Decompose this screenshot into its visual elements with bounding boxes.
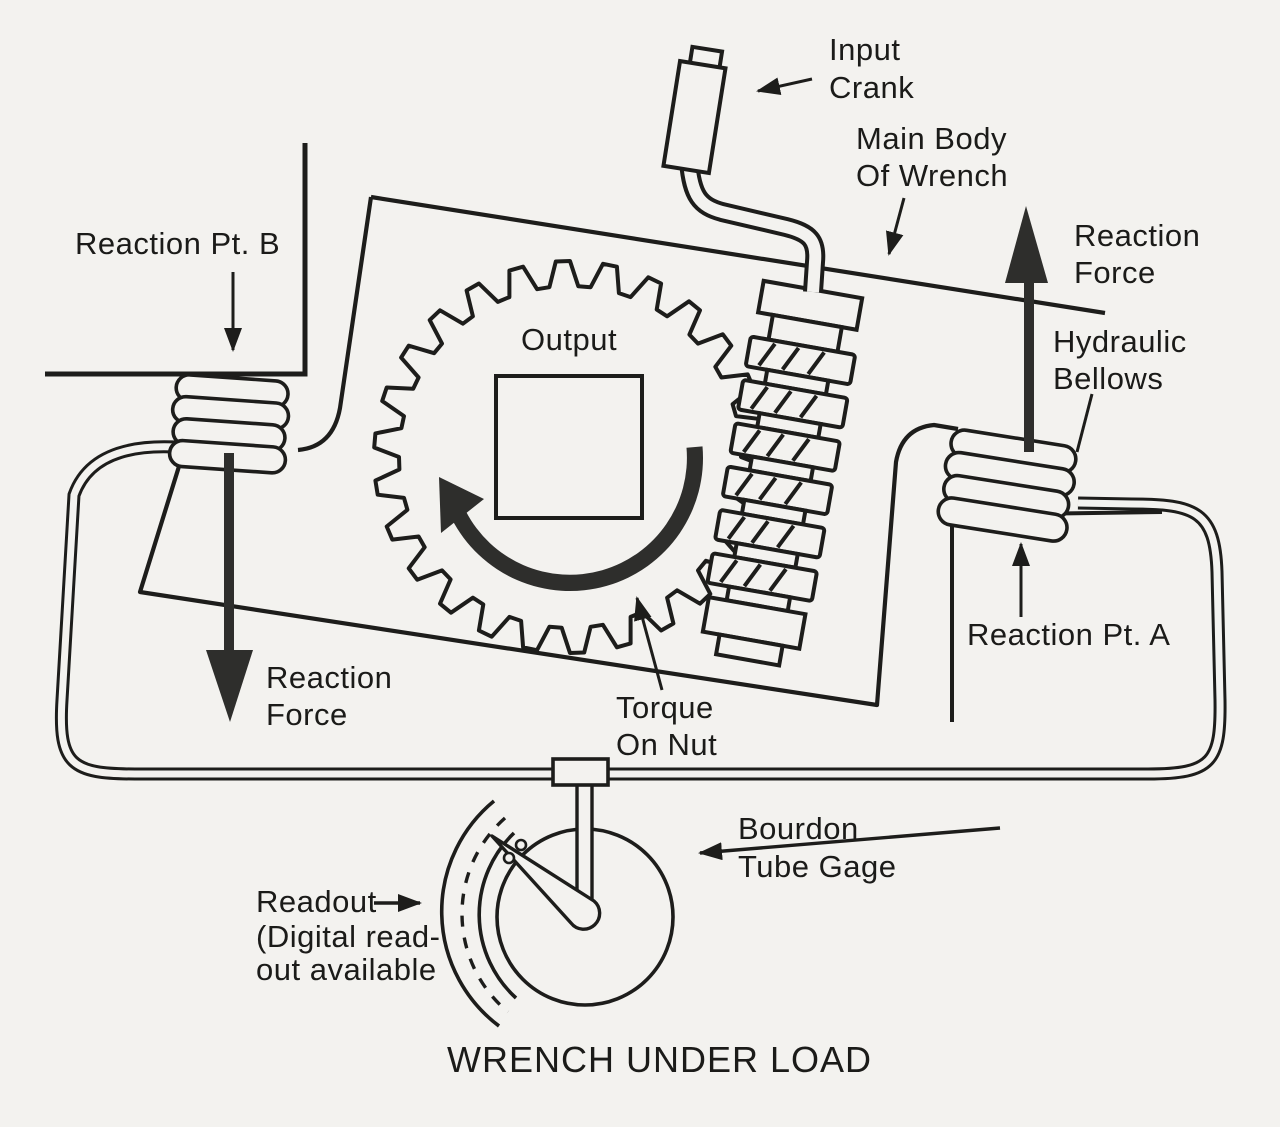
tube-connector <box>551 757 610 787</box>
label-bourdon-1: Bourdon <box>738 811 859 846</box>
label-reaction-pt-a: Reaction Pt. A <box>967 617 1170 652</box>
label-main-body-1: Main Body <box>856 121 1007 156</box>
main-body-outline <box>137 194 1106 708</box>
gauge-scale-arc-outer <box>439 799 501 1028</box>
hydraulic-tube <box>54 440 1227 781</box>
label-input-crank-2: Crank <box>829 70 914 105</box>
reaction-force-arrow-up <box>1005 206 1048 452</box>
label-readout-2: (Digital read- <box>256 919 440 954</box>
label-reaction-force-left-1: Reaction <box>266 660 392 695</box>
worm-thread-line <box>768 567 788 592</box>
worm-segment <box>713 632 785 668</box>
label-reaction-force-right-1: Reaction <box>1074 218 1200 253</box>
main-body-arrow <box>885 197 906 256</box>
worm-thread-line <box>780 346 801 371</box>
gear-square-drive <box>494 374 644 520</box>
worm-thread-line <box>734 472 754 497</box>
worm-thread-line <box>798 394 819 419</box>
gauge-scale-arc-dashed <box>460 816 510 1014</box>
label-readout-1: Readout <box>256 884 377 919</box>
worm-thread-line <box>776 524 796 549</box>
worm-thread-line <box>783 481 803 506</box>
worm-thread-line <box>726 515 746 540</box>
input-crank-arrow <box>756 77 813 96</box>
label-torque-on-nut-1: Torque <box>616 690 714 725</box>
label-input-crank-1: Input <box>829 32 900 67</box>
torque-rotation-arrow <box>439 446 704 592</box>
worm-thread-line <box>750 520 770 545</box>
worm-thread-line <box>806 351 826 376</box>
bourdon-gage-arrow <box>698 826 1001 861</box>
label-reaction-force-left-2: Force <box>266 697 348 732</box>
input-crank-handle <box>661 44 728 176</box>
worm-thread-line <box>758 476 778 501</box>
label-output: Output <box>521 322 617 357</box>
gauge-pin-2 <box>514 838 528 852</box>
gauge-needle <box>490 834 602 931</box>
label-hydraulic-bellows-1: Hydraulic <box>1053 324 1187 359</box>
worm-thread-line <box>742 563 762 588</box>
torque-on-nut-arrow <box>634 596 664 691</box>
worm-screw <box>700 278 865 668</box>
worm-thread-line <box>773 390 793 415</box>
worm-thread-line <box>719 559 739 584</box>
reaction-wall-b <box>45 143 308 377</box>
label-reaction-force-right-2: Force <box>1074 255 1156 290</box>
hydraulic-bellows-callout-line <box>1075 393 1094 453</box>
bellows-fold <box>936 496 1069 543</box>
crank-shaft <box>679 160 826 293</box>
gauge-scale-arc-inner <box>477 831 518 1000</box>
left-bellows <box>167 373 291 475</box>
label-bourdon-2: Tube Gage <box>738 849 896 884</box>
right-bellows <box>936 428 1078 543</box>
label-main-body-2: Of Wrench <box>856 158 1008 193</box>
reaction-force-arrow-down <box>206 453 253 722</box>
worm-thread-line <box>749 385 769 410</box>
worm-thread-line <box>757 342 777 367</box>
bourdon-tube-gage <box>439 757 675 1028</box>
worm-thread-line <box>742 429 762 454</box>
label-reaction-pt-b: Reaction Pt. B <box>75 226 280 261</box>
diagram-title: WRENCH UNDER LOAD <box>447 1039 872 1080</box>
label-hydraulic-bellows-2: Bellows <box>1053 361 1163 396</box>
gauge-pin-1 <box>502 851 516 865</box>
worm-thread-line <box>765 433 785 458</box>
label-torque-on-nut-2: On Nut <box>616 727 717 762</box>
worm-thread-line <box>791 437 811 462</box>
label-readout-3: out available <box>256 952 437 987</box>
